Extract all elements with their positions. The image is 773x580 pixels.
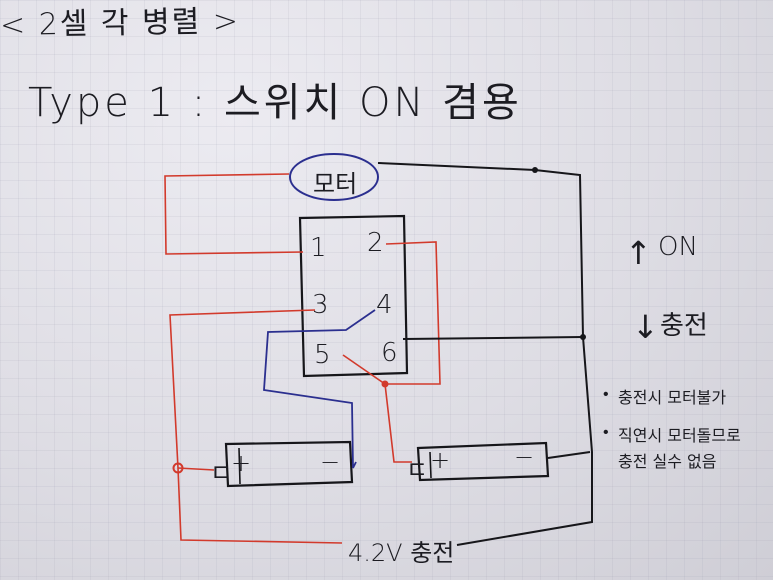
- red-wire-pin5: [342, 354, 386, 385]
- battery-left: [224, 440, 354, 488]
- switch-body: [298, 214, 409, 378]
- junction-right: [580, 334, 586, 340]
- junction-center: [381, 380, 389, 388]
- battery-right: [416, 441, 550, 482]
- red-wire-motor-loop: [164, 173, 304, 255]
- battery-left-divider: [238, 447, 241, 485]
- page-header: < 2셀 각 병렬 >: [0, 3, 241, 44]
- note-line-3: 충전 실수 없음: [618, 452, 717, 471]
- red-wire-battery-left: [177, 467, 215, 471]
- red-wire-pin2: [385, 241, 441, 385]
- black-wire-pin6: [402, 336, 584, 340]
- junction-left: [172, 462, 184, 474]
- switch-pin-1: 1: [310, 233, 327, 263]
- switch-pin-5: 5: [314, 340, 331, 370]
- motor-label: 모터: [313, 170, 358, 198]
- note-bullet-2: •: [603, 422, 609, 441]
- up-arrow-icon: ↑: [625, 234, 652, 272]
- battery-left-tab: ㄷ: [210, 459, 233, 487]
- switch-pin-3: 3: [312, 290, 329, 320]
- black-wire-battery-right: [547, 451, 591, 459]
- note-line-2: 직연시 모터돌므로: [618, 426, 741, 445]
- battery-right-divider: [429, 451, 432, 479]
- charge-voltage-label: 4.2V 충전: [348, 539, 455, 567]
- on-label: ON: [658, 232, 698, 262]
- battery-right-plus: +: [430, 446, 451, 474]
- switch-pin-2: 2: [367, 228, 384, 258]
- battery-left-plus: +: [231, 449, 252, 477]
- battery-right-tab: ㄷ: [406, 456, 429, 484]
- charge-label: 충전: [660, 311, 708, 341]
- switch-pin-4: 4: [376, 290, 393, 320]
- blue-wire: [263, 309, 376, 469]
- down-arrow-icon: ↓: [632, 308, 659, 346]
- red-wire-battery-right: [384, 383, 412, 463]
- motor-circle: [289, 153, 379, 201]
- battery-left-minus: −: [320, 448, 341, 476]
- note-line-1: 충전시 모터불가: [618, 388, 727, 407]
- junction-top-right: [532, 167, 538, 173]
- note-bullet-1: •: [603, 384, 609, 403]
- black-wire-motor: [377, 162, 593, 546]
- battery-right-minus: −: [514, 443, 535, 471]
- switch-pin-6: 6: [381, 338, 398, 368]
- diagram-title: Type 1 : 스위치 ON 겸용: [28, 80, 522, 126]
